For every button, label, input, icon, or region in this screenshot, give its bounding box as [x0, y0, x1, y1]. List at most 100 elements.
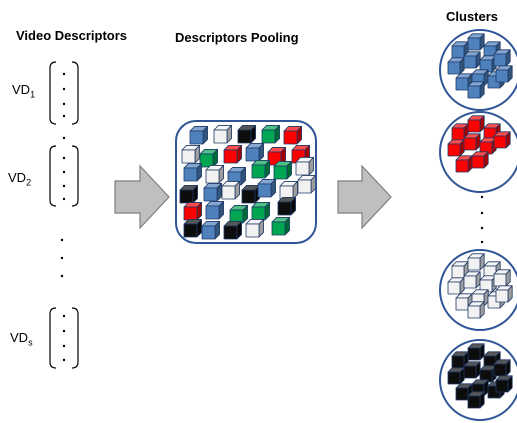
black-cube-icon — [447, 367, 465, 385]
green-cube-icon — [251, 202, 270, 221]
vd-2-label: VD2 — [8, 170, 31, 188]
blue-cube-icon — [201, 221, 220, 240]
black-cube-icon — [493, 359, 511, 377]
blue-cube-icon — [467, 81, 485, 99]
black-cube-icon — [241, 185, 260, 204]
clusters-header: Clusters — [446, 9, 499, 24]
cluster-black — [439, 339, 517, 421]
vd-2-subscript: 2 — [26, 177, 32, 188]
vd-1-label: VD1 — [12, 82, 35, 100]
white-cube-icon — [279, 181, 298, 200]
black-cube-icon — [463, 361, 481, 379]
red-cube-icon — [447, 139, 465, 157]
red-cube-icon — [471, 151, 489, 169]
blue-cube-icon — [257, 179, 276, 198]
video-descriptors-header: Video Descriptors — [16, 28, 128, 43]
vd-2-dot — [62, 156, 66, 160]
black-cube-icon — [467, 391, 485, 409]
descriptors-pool-box — [175, 120, 317, 244]
vd-1-dot — [62, 72, 66, 76]
vd-1-dot — [62, 102, 66, 106]
vd-ellipsis-dot — [60, 274, 64, 278]
red-cube-icon — [493, 131, 511, 149]
blue-cube-icon — [493, 49, 511, 67]
white-cube-icon — [493, 269, 511, 287]
black-cube-icon — [467, 343, 485, 361]
vd-ellipsis-dot — [60, 256, 64, 260]
cluster-ellipsis-dot — [480, 195, 484, 199]
green-cube-icon — [271, 217, 290, 236]
vd-1-name: VD — [12, 82, 31, 97]
white-cube-icon — [451, 261, 469, 279]
blue-cube-icon — [495, 65, 513, 83]
arrow-right-icon — [114, 164, 170, 230]
white-cube-icon — [205, 165, 224, 184]
white-cube-icon — [297, 175, 316, 194]
red-cube-icon — [467, 115, 485, 133]
vd-2-dot — [62, 170, 66, 174]
white-cube-icon — [221, 181, 240, 200]
vd-1-bracket-right — [71, 61, 79, 125]
red-cube-icon — [463, 133, 481, 151]
vd-2-name: VD — [8, 170, 27, 185]
white-cube-icon — [495, 285, 513, 303]
green-cube-icon — [199, 149, 218, 168]
vd-2-bracket-left — [49, 145, 57, 207]
vd-s-dot — [62, 329, 66, 333]
black-cube-icon — [183, 219, 202, 238]
vd-2-dot — [62, 136, 66, 140]
vd-s-bracket-left — [49, 307, 57, 369]
vd-2-bracket-right — [71, 145, 79, 207]
black-cube-icon — [223, 221, 242, 240]
vd-s-bracket-right — [71, 307, 79, 369]
vd-s-dot — [62, 314, 66, 318]
black-cube-icon — [277, 197, 296, 216]
blue-cube-icon — [479, 55, 497, 73]
blue-cube-icon — [205, 201, 224, 220]
vd-s-dot — [62, 344, 66, 348]
blue-cube-icon — [189, 126, 208, 145]
black-cube-icon — [179, 185, 198, 204]
blue-cube-icon — [447, 57, 465, 75]
blue-cube-icon — [463, 51, 481, 69]
black-cube-icon — [495, 375, 513, 393]
vd-s-name: VD — [10, 330, 29, 345]
vd-1-subscript: 1 — [30, 89, 36, 100]
arrow-right-icon — [337, 164, 392, 230]
blue-cube-icon — [245, 143, 264, 162]
vd-1-dot — [62, 87, 66, 91]
red-cube-icon — [223, 145, 242, 164]
blue-cube-icon — [203, 183, 222, 202]
white-cube-icon — [181, 145, 200, 164]
vd-ellipsis-dot — [60, 238, 64, 242]
blue-cube-icon — [451, 41, 469, 59]
vd-s-label: VDs — [10, 330, 33, 348]
red-cube-icon — [479, 137, 497, 155]
white-cube-icon — [295, 157, 314, 176]
blue-cube-icon — [183, 163, 202, 182]
white-cube-icon — [447, 277, 465, 295]
green-cube-icon — [229, 205, 248, 224]
white-cube-icon — [213, 125, 232, 144]
vd-s-subscript: s — [28, 337, 33, 348]
white-cube-icon — [463, 271, 481, 289]
black-cube-icon — [237, 125, 256, 144]
white-cube-icon — [467, 253, 485, 271]
cluster-ellipsis-dot — [480, 226, 484, 230]
white-cube-icon — [245, 219, 264, 238]
cluster-red — [439, 111, 517, 193]
vd-2-dot — [62, 197, 66, 201]
vd-2-dot — [62, 184, 66, 188]
cluster-ellipsis-dot — [480, 211, 484, 215]
red-cube-icon — [455, 155, 473, 173]
green-cube-icon — [273, 161, 292, 180]
vd-1-bracket-left — [49, 61, 57, 125]
white-cube-icon — [467, 301, 485, 319]
cluster-blue — [439, 29, 517, 111]
cluster-ellipsis-dot — [480, 240, 484, 244]
descriptors-pooling-header: Descriptors Pooling — [175, 30, 299, 45]
green-cube-icon — [261, 125, 280, 144]
green-cube-icon — [251, 160, 270, 179]
blue-cube-icon — [467, 33, 485, 51]
